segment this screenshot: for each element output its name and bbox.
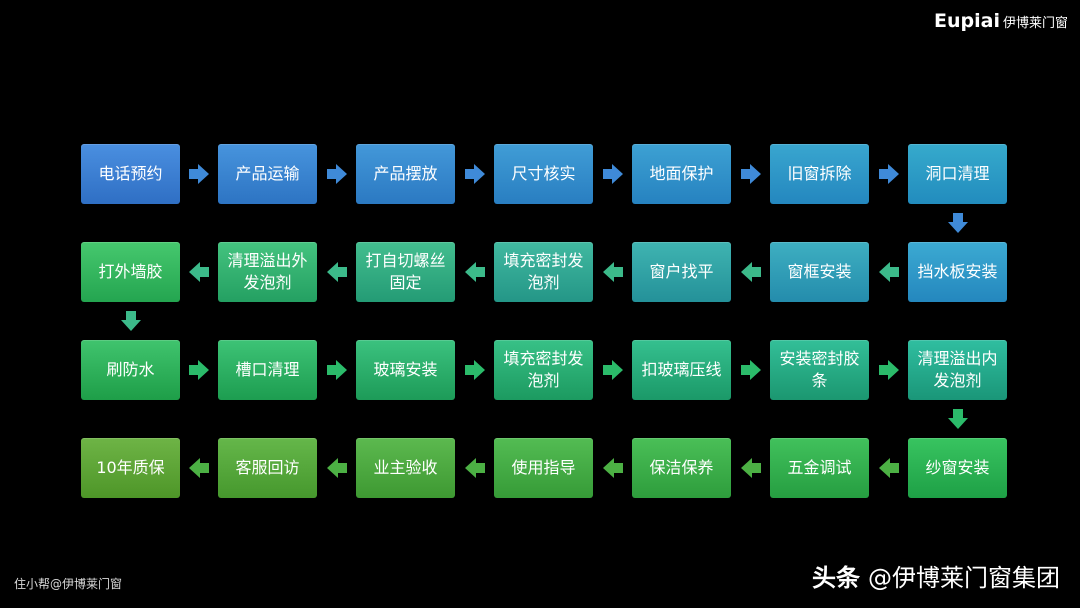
arrow-right-icon (877, 162, 901, 186)
flow-step-6: 旧窗拆除 (770, 144, 869, 204)
arrow-right-icon (601, 358, 625, 382)
flow-step-13: 清理溢出外发泡剂 (218, 242, 317, 302)
flow-step-21: 清理溢出内发泡剂 (908, 340, 1007, 400)
flow-step-19: 扣玻璃压线 (632, 340, 731, 400)
arrow-right-icon (463, 162, 487, 186)
flow-step-28: 10年质保 (81, 438, 180, 498)
brand-logo: Eupiai 伊博莱门窗 (934, 10, 1068, 32)
arrow-right-icon (601, 162, 625, 186)
arrow-left-icon (877, 260, 901, 284)
watermark-brand: 头条 (812, 564, 860, 592)
arrow-right-icon (325, 162, 349, 186)
watermark-right: 头条 @伊博莱门窗集团 (812, 558, 1060, 593)
flow-step-3: 产品摆放 (356, 144, 455, 204)
watermark-left: 住小帮@伊博莱门窗 (14, 577, 123, 591)
arrow-left-icon (325, 456, 349, 480)
arrow-right-icon (463, 358, 487, 382)
flow-step-11: 填充密封发泡剂 (494, 242, 593, 302)
logo-cn-text: 伊博莱门窗 (1002, 16, 1068, 31)
flow-step-4: 尺寸核实 (494, 144, 593, 204)
arrow-left-icon (463, 260, 487, 284)
arrow-left-icon (601, 456, 625, 480)
flow-step-8: 挡水板安装 (908, 242, 1007, 302)
arrow-left-icon (187, 456, 211, 480)
arrow-right-icon (739, 358, 763, 382)
flow-step-10: 窗户找平 (632, 242, 731, 302)
flow-step-26: 业主验收 (356, 438, 455, 498)
flow-step-17: 玻璃安装 (356, 340, 455, 400)
flow-step-14: 打外墙胶 (81, 242, 180, 302)
arrow-right-icon (325, 358, 349, 382)
arrow-left-icon (601, 260, 625, 284)
arrow-right-icon (187, 358, 211, 382)
flow-step-16: 槽口清理 (218, 340, 317, 400)
arrow-down-icon (119, 309, 143, 333)
flow-step-23: 五金调试 (770, 438, 869, 498)
flow-step-18: 填充密封发泡剂 (494, 340, 593, 400)
arrow-left-icon (325, 260, 349, 284)
arrow-right-icon (187, 162, 211, 186)
flow-step-12: 打自切螺丝固定 (356, 242, 455, 302)
logo-latin-text: Eupiai (934, 10, 1000, 32)
watermark-handle: @伊博莱门窗集团 (868, 564, 1060, 592)
arrow-right-icon (739, 162, 763, 186)
flow-step-9: 窗框安装 (770, 242, 869, 302)
flow-step-2: 产品运输 (218, 144, 317, 204)
arrow-left-icon (187, 260, 211, 284)
flow-step-24: 保洁保养 (632, 438, 731, 498)
flow-step-25: 使用指导 (494, 438, 593, 498)
flow-step-1: 电话预约 (81, 144, 180, 204)
flow-step-22: 纱窗安装 (908, 438, 1007, 498)
arrow-down-icon (946, 211, 970, 235)
flow-step-15: 刷防水 (81, 340, 180, 400)
arrow-left-icon (877, 456, 901, 480)
flow-step-27: 客服回访 (218, 438, 317, 498)
arrow-right-icon (877, 358, 901, 382)
arrow-left-icon (739, 456, 763, 480)
flow-step-7: 洞口清理 (908, 144, 1007, 204)
arrow-down-icon (946, 407, 970, 431)
arrow-left-icon (739, 260, 763, 284)
flow-step-5: 地面保护 (632, 144, 731, 204)
flow-step-20: 安装密封胶条 (770, 340, 869, 400)
arrow-left-icon (463, 456, 487, 480)
